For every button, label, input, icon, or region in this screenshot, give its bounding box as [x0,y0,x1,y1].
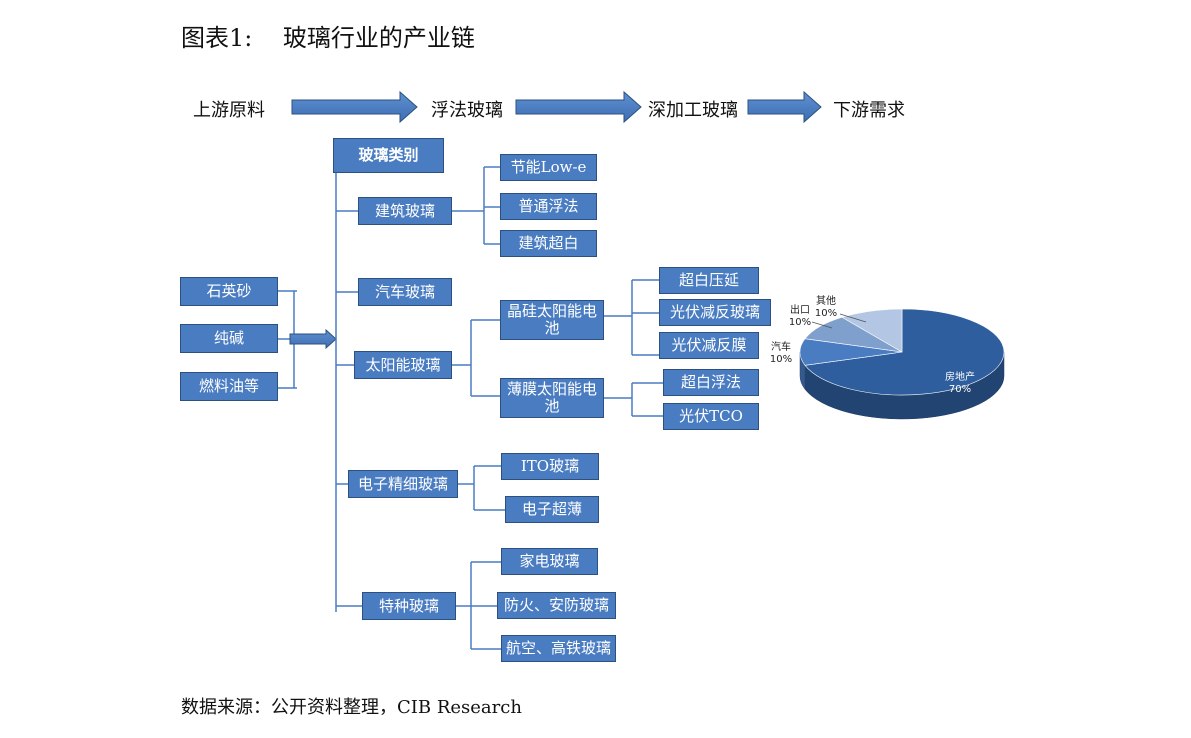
pie-leader-2 [811,321,833,329]
category-auto-glass: 汽车玻璃 [358,278,452,306]
special-appliance-glass: 家电玻璃 [501,548,598,575]
pie-label-2: 出口 [790,303,810,316]
pie-slice-3 [841,308,903,353]
tree-connectors [335,166,663,650]
flow-arrow-1 [291,90,418,124]
electronic-ito-glass: ITO玻璃 [501,453,599,480]
material-quartz-sand: 石英砂 [180,277,278,306]
category-electronic-glass: 电子精细玻璃 [348,470,458,498]
pie-label-0: 房地产 [945,370,975,383]
material-soda-ash: 纯碱 [180,324,278,353]
solar-ultra-white-rolled: 超白压延 [659,267,759,294]
pie-percent-2: 10% [789,317,811,328]
flow-arrow-3 [747,90,822,124]
special-aviation-rail: 航空、高铁玻璃 [501,635,616,662]
pie-percent-0: 70% [949,384,971,395]
pie-percent-1: 10% [770,354,792,365]
pie-leader-3 [839,313,867,323]
pie-slice-0 [804,308,1005,396]
category-building-glass: 建筑玻璃 [358,197,452,225]
solar-antireflection-film: 光伏减反膜 [659,332,759,359]
figure-title: 图表1: 玻璃行业的产业链 [181,24,475,52]
building-ordinary-float: 普通浮法 [500,193,597,220]
glass-category-root: 玻璃类别 [333,138,444,173]
figure-source: 数据来源：公开资料整理，CIB Research [181,697,522,718]
flow-downstream: 下游需求 [833,100,905,121]
pie-percent-3: 10% [815,308,837,319]
category-special-glass: 特种玻璃 [362,592,456,620]
category-solar-glass: 太阳能玻璃 [354,351,452,379]
building-low-e: 节能Low-e [500,154,597,181]
electronic-ultra-thin: 电子超薄 [505,496,599,523]
material-fuel-oil: 燃料油等 [180,372,278,401]
solar-ultra-white-float: 超白浮法 [663,369,759,396]
solar-thin-film-cell: 薄膜太阳能电池 [500,378,604,418]
solar-crystalline-cell: 晶硅太阳能电池 [500,300,604,340]
building-ultra-white: 建筑超白 [500,230,597,257]
flow-deep-processing: 深加工玻璃 [648,100,738,121]
pie-label-3: 其他 [816,294,836,307]
solar-pv-tco: 光伏TCO [663,403,759,430]
solar-antireflection-glass: 光伏减反玻璃 [659,299,771,326]
special-fireproof-security: 防火、安防玻璃 [497,592,616,619]
flow-upstream: 上游原料 [193,100,265,121]
materials-arrow [289,328,337,350]
flow-arrow-2 [515,90,642,124]
pie-label-1: 汽车 [771,340,791,353]
flow-float-glass: 浮法玻璃 [431,100,503,121]
